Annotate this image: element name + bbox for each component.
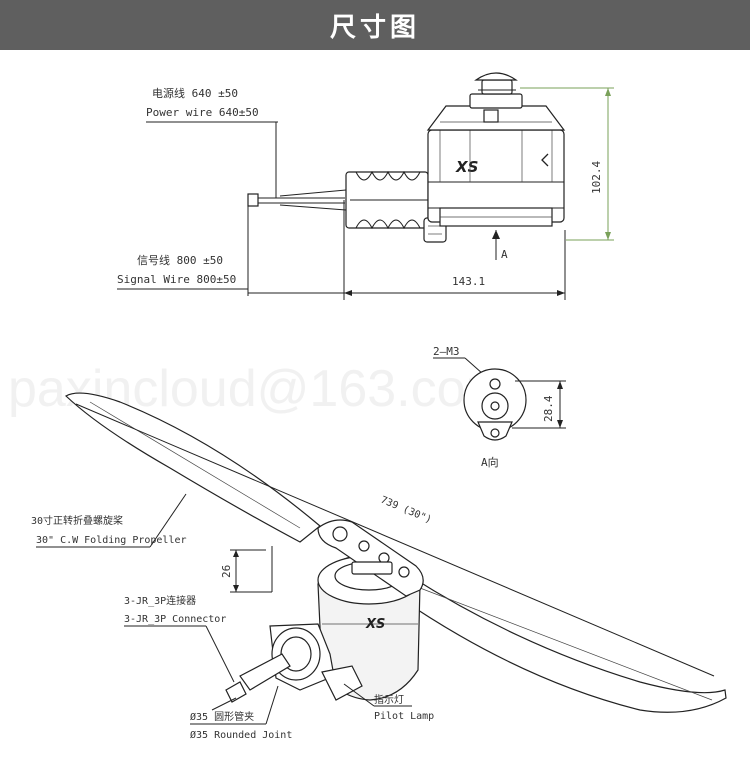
motor-brand-iso: XS [365,617,385,632]
connector-label-en: 3-JR_3P Connector [124,614,226,625]
a-view: 2—M3 28.4 A向 [433,345,566,469]
motor-brand-top: XS [455,158,478,176]
signal-wire-label-en: Signal Wire 800±50 [117,273,236,286]
a-view-caption: A向 [481,455,499,469]
connector-label-cn: 3-JR_3P连接器 [124,594,196,607]
joint-label-en: Ø35 Rounded Joint [190,729,292,741]
screw-spec: 2—M3 [433,345,460,358]
power-wire-label-en: Power wire 640±50 [146,106,259,119]
joint-label-cn: Ø35 圆形管夹 [190,710,254,723]
a-view-dimension: 28.4 [542,395,555,422]
top-view: 电源线 640 ±50 Power wire 640±50 信号线 800 ±5… [117,72,614,300]
power-wire-label-cn: 电源线 640 ±50 [152,86,238,100]
page-title: 尺寸图 [329,12,420,43]
view-arrow-label: A [501,248,508,261]
propeller-label-cn: 30寸正转折叠螺旋桨 [31,514,123,527]
signal-wire-label-cn: 信号线 800 ±50 [137,253,223,267]
pilot-lamp-label-cn: 指示灯 [374,693,404,706]
span-dimension: 739 (30") [379,495,433,526]
pilot-lamp-label-en: Pilot Lamp [374,711,434,722]
iso-height-dimension: 26 [220,565,233,578]
iso-view: 739 (30") 30寸正转折叠螺旋桨 30" C.W Folding Pro… [31,392,727,741]
title-banner: 尺寸图 [0,0,750,50]
dimension-drawing: paxincloud@163.com 电源线 640 ±50 Power wir… [8,72,727,741]
propeller-label-en: 30" C.W Folding Propeller [36,535,187,546]
arrow-icon [492,230,500,239]
height-dimension: 102.4 [590,161,603,194]
width-dimension: 143.1 [452,275,485,288]
